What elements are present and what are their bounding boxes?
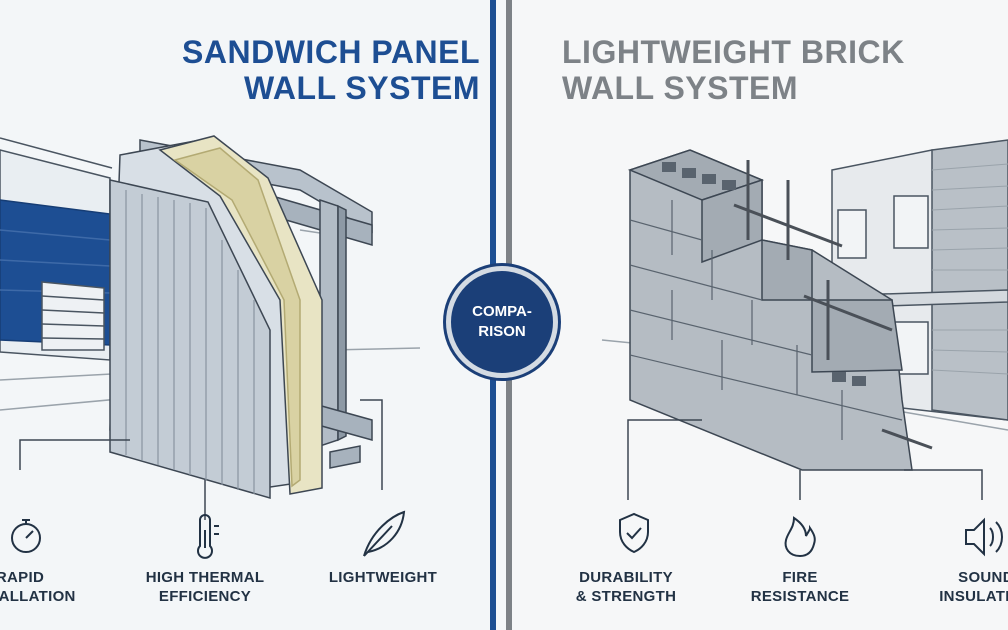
flame-icon: [784, 516, 816, 558]
feature-label: HIGH THERMAL: [145, 569, 265, 586]
stopwatch-icon: [11, 519, 41, 553]
callout-lines: [19, 399, 383, 520]
rebar: [733, 160, 933, 450]
feature-rapid-installation: RAPID INSTALLATION: [0, 568, 80, 606]
title-line-1: LIGHTWEIGHT BRICK: [562, 34, 905, 70]
feature-lightweight: LIGHTWEIGHT: [318, 568, 448, 587]
sandwich-panel-title: SANDWICH PANEL WALL SYSTEM: [100, 34, 480, 106]
sandwich-panel: [109, 135, 323, 499]
thermometer-icon: [197, 514, 219, 559]
badge-line-1: COMPA-: [472, 303, 532, 320]
feature-durability-strength: DURABILITY & STRENGTH: [566, 568, 686, 606]
brick-wall-illustration: [601, 139, 1008, 558]
comparison-badge: COMPA- RISON: [446, 266, 558, 378]
feature-label: INSTALLATION: [0, 588, 76, 605]
callout-lines: [627, 419, 983, 500]
feature-fire-resistance: FIRE RESISTANCE: [740, 568, 860, 606]
sandwich-panel-illustration: [0, 135, 421, 559]
title-line-1: SANDWICH PANEL: [182, 34, 480, 70]
title-line-2: WALL SYSTEM: [562, 70, 799, 106]
industrial-building: [0, 137, 421, 411]
feature-label: LIGHTWEIGHT: [328, 569, 438, 586]
feature-high-thermal-efficiency: HIGH THERMAL EFFICIENCY: [130, 568, 280, 606]
feature-label: RESISTANCE: [750, 588, 850, 605]
feature-label: RAPID: [0, 569, 45, 586]
lightweight-brick-section: DURABILITY & STRENGTH FIRE RESISTANCE SO…: [512, 0, 1008, 630]
feature-label: & STRENGTH: [575, 588, 677, 605]
feature-label: SOUND: [958, 569, 1008, 586]
feature-label: FIRE: [782, 569, 818, 586]
feature-label: INSULATION: [939, 588, 1008, 605]
badge-line-2: RISON: [478, 323, 526, 340]
feature-sound-insulation: SOUND INSULATION: [926, 568, 1008, 606]
lightweight-brick-title: LIGHTWEIGHT BRICK WALL SYSTEM: [562, 34, 982, 106]
sandwich-panel-section: SANDWICH PANEL WALL SYSTEM RAPID INSTALL…: [0, 0, 496, 630]
feature-label: DURABILITY: [579, 569, 673, 586]
feather-icon: [363, 510, 406, 557]
concrete-block-wall: [627, 149, 913, 471]
speaker-icon: [965, 517, 1003, 557]
feature-label: EFFICIENCY: [158, 588, 252, 605]
title-line-2: WALL SYSTEM: [243, 70, 480, 106]
shield-check-icon: [619, 512, 649, 554]
